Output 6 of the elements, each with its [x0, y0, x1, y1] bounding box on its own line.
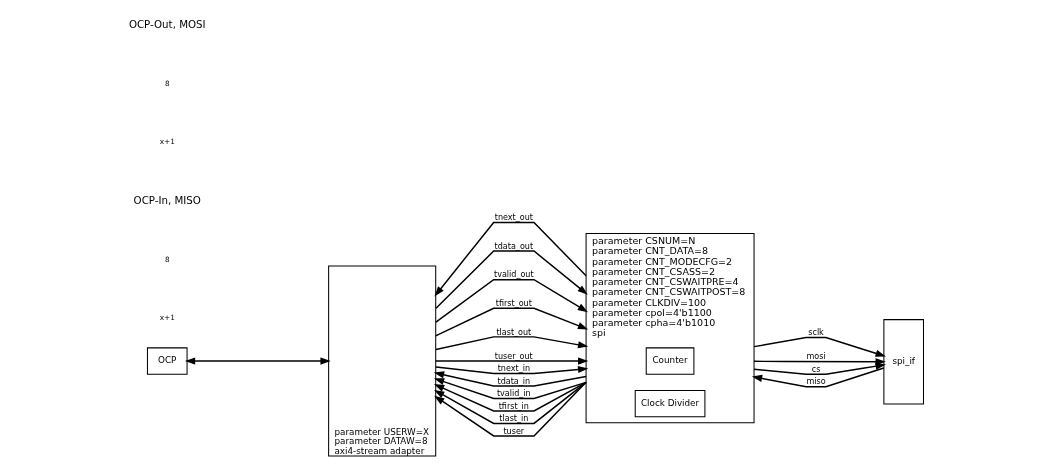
label: x+1 [159, 136, 175, 146]
label: OCP-In, MISO [133, 193, 201, 206]
label: 8 [164, 254, 170, 264]
label: 8 [164, 78, 170, 88]
label: x+1 [159, 312, 175, 322]
label: OCP-Out, MOSI [128, 17, 206, 30]
